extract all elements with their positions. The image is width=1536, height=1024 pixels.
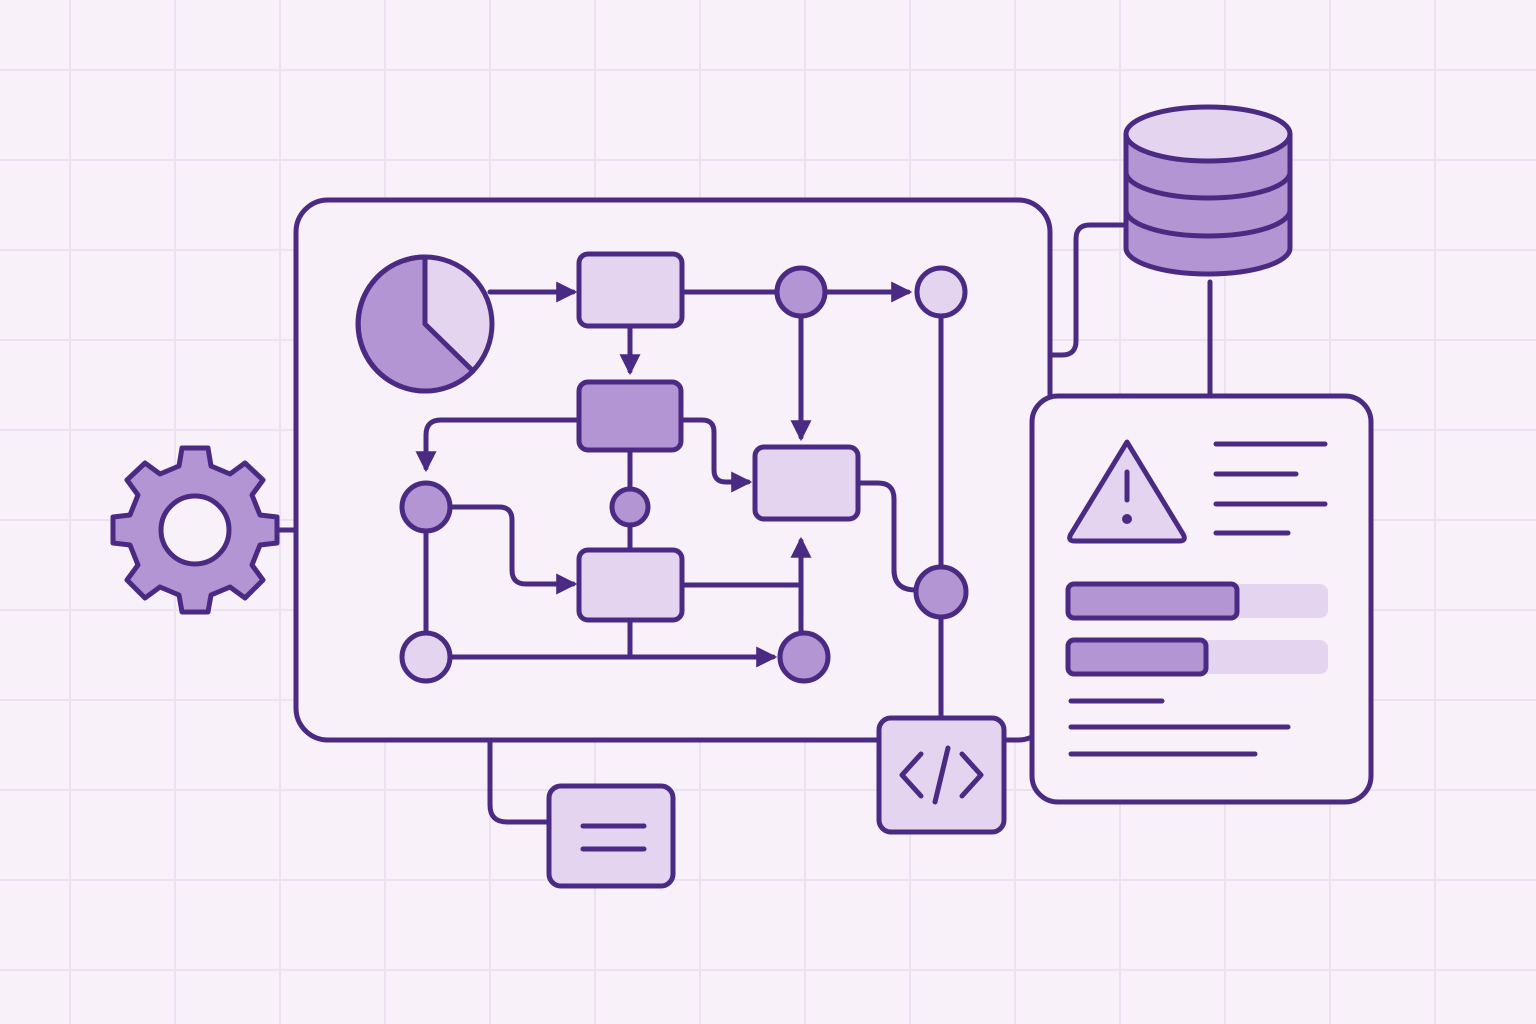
database-icon — [1123, 104, 1293, 277]
progress-bar-2-fill — [1065, 637, 1209, 677]
process-box-1 — [576, 251, 685, 329]
menu-lines-icon — [546, 783, 676, 889]
gear-icon — [110, 445, 280, 615]
connector-panel-to-database — [1047, 222, 1131, 358]
report-panel — [1029, 393, 1374, 805]
progress-bar-1 — [1065, 581, 1328, 621]
edge-box2-to-box4 — [678, 417, 753, 493]
pie-chart-icon — [355, 254, 495, 394]
process-box-3 — [576, 547, 685, 623]
code-icon — [876, 715, 1007, 835]
report-text-lines — [1213, 441, 1328, 536]
edge-box4-to-node-g — [855, 480, 919, 593]
process-box-2 — [576, 379, 684, 453]
progress-bar-1-fill — [1065, 581, 1240, 621]
progress-bar-2 — [1065, 637, 1328, 677]
flow-node-f — [777, 630, 831, 684]
warning-icon — [1067, 439, 1187, 544]
flow-node-c — [399, 480, 453, 534]
report-footer-lines — [1068, 698, 1291, 757]
flow-node-a — [774, 265, 828, 319]
flow-node-d — [609, 486, 651, 528]
edge-box2-to-node-c — [415, 417, 582, 473]
flow-node-g — [913, 564, 969, 620]
process-box-4 — [752, 444, 861, 522]
edge-node-c-to-box3 — [448, 504, 578, 595]
flow-node-b — [914, 265, 968, 319]
connector-panel-to-notes — [487, 737, 553, 825]
flow-node-e — [399, 630, 453, 684]
